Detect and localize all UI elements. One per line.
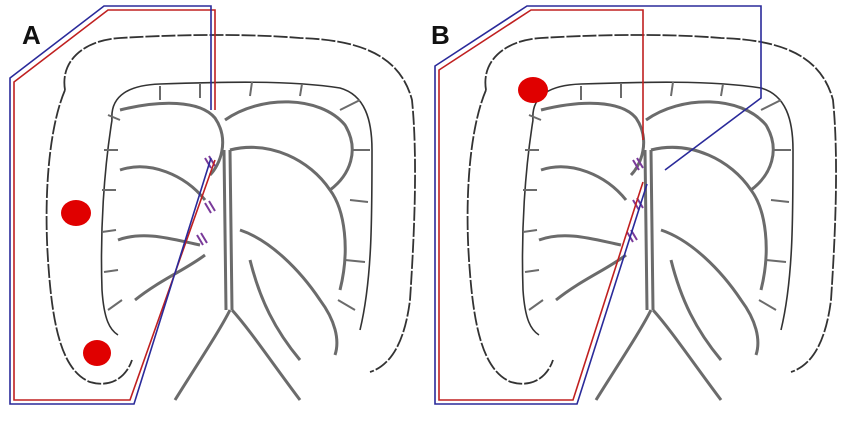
colon-inner-left <box>101 120 118 335</box>
colon-inner-outline <box>533 82 793 330</box>
tumor-1 <box>518 77 548 103</box>
mesenteric-vessels <box>539 102 773 360</box>
resection-line-red <box>439 10 643 400</box>
tumor-1 <box>61 200 91 226</box>
panel-b: B <box>421 0 841 427</box>
vasa-recta <box>523 82 791 310</box>
diagram-b <box>421 0 841 427</box>
mesenteric-vessels <box>118 102 352 360</box>
diagram-a <box>0 0 420 427</box>
resection-line-red <box>14 10 215 400</box>
panel-a: A <box>0 0 420 427</box>
panel-label-a: A <box>22 20 41 51</box>
resection-line-blue <box>435 6 761 404</box>
vasa-recta <box>102 82 370 310</box>
colon-inner-left <box>522 120 539 335</box>
panel-label-b: B <box>431 20 450 51</box>
tumor-2 <box>83 340 111 366</box>
colon-outer-left <box>468 90 553 384</box>
colon-outer-left <box>47 90 132 384</box>
resection-line-blue <box>10 6 211 404</box>
colon-inner-outline <box>112 82 372 330</box>
